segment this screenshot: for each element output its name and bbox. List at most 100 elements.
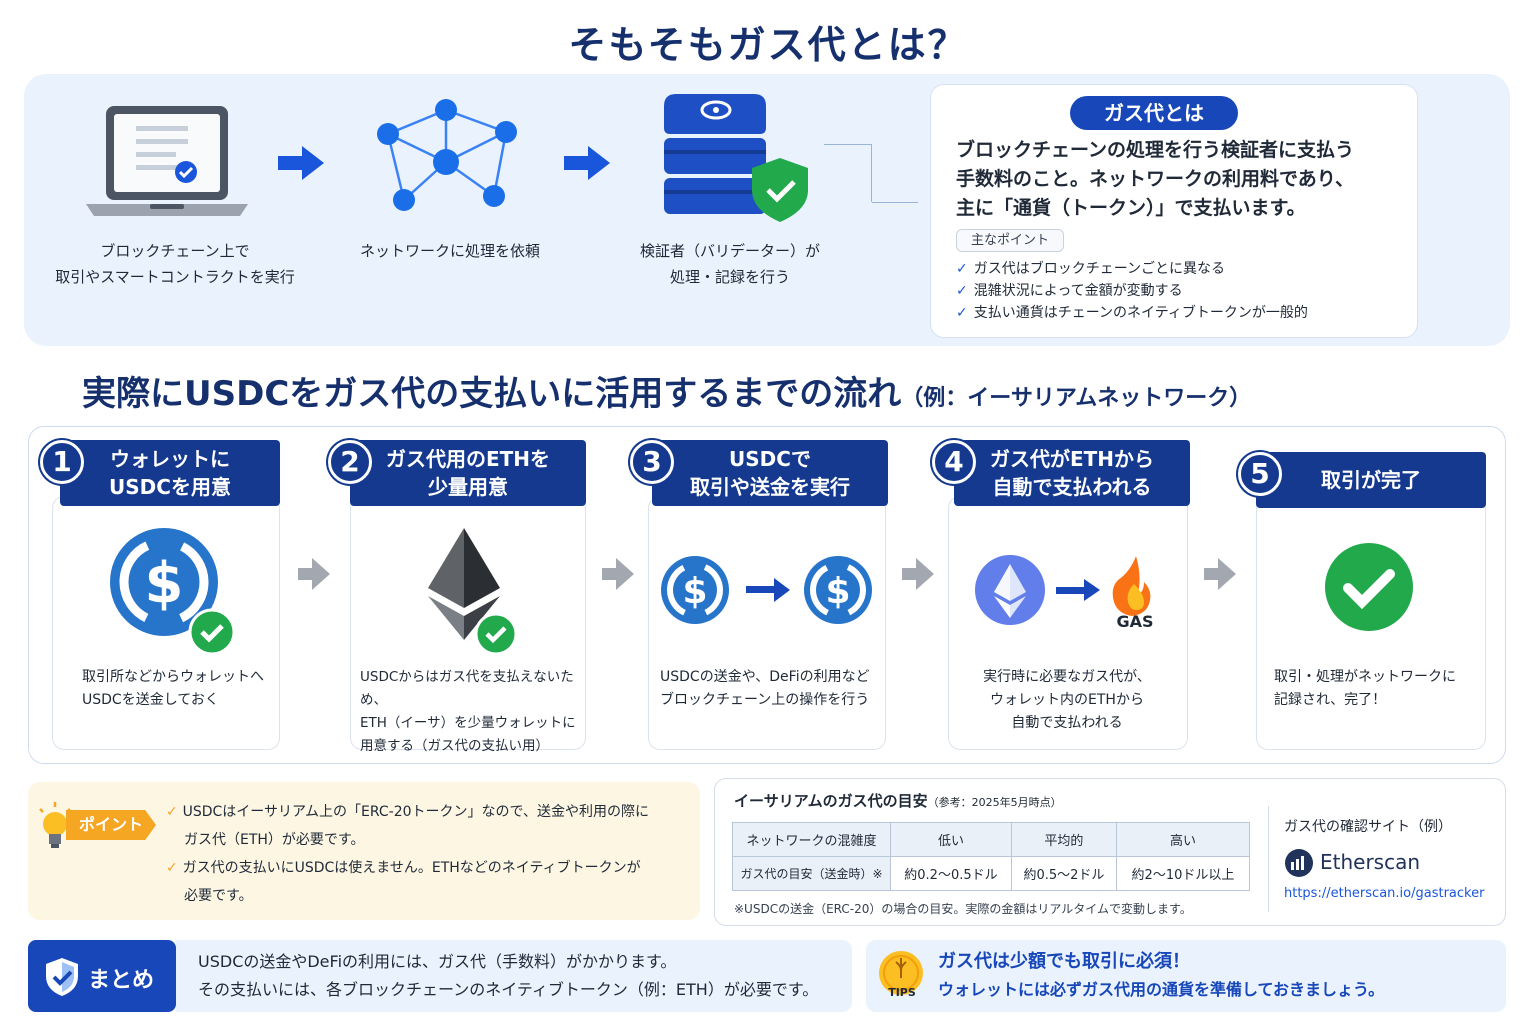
shield-check-icon (44, 956, 80, 998)
site-url-link[interactable]: https://etherscan.io/gastracker (1284, 886, 1485, 901)
summary-line: その支払いには、各ブロックチェーンのネイティブトークン（例：ETH）が必要です。 (198, 980, 819, 999)
summary-text: USDCの送金やDeFiの利用には、ガス代（手数料）がかかります。 その支払いに… (198, 948, 818, 1004)
gas-table-title-text: イーサリアムのガス代の目安 (734, 792, 928, 810)
check-icon: ✓ (956, 283, 968, 299)
check-icon: ✓ (166, 860, 183, 876)
step-desc-line: 用意する（ガス代の支払い用） (360, 738, 549, 754)
definition-line: 手数料のこと。ネットワークの利用料であり、 (956, 168, 1355, 190)
point-box (28, 782, 700, 920)
step-header-5: 取引が完了 (1256, 452, 1486, 508)
arrow-right-gray-icon (902, 558, 934, 590)
step-header-3: USDCで 取引や送金を実行 (652, 440, 888, 506)
intro-step1-label: ブロックチェーン上で 取引やスマートコントラクトを実行 (40, 238, 310, 290)
network-icon (372, 96, 522, 216)
step-desc-line: 実行時に必要なガス代が、 (983, 669, 1151, 685)
intro-step1-line2: 取引やスマートコントラクトを実行 (55, 268, 295, 286)
site-label: ガス代の確認サイト（例） (1284, 819, 1452, 835)
usdc-transfer-icon: $ $ (660, 556, 874, 624)
list-item: ✓ ガス代の支払いにUSDCは使えません。ETHなどのネイティブトークンが (166, 860, 641, 876)
tips-line: ウォレットには必ずガス代用の通貨を準備しておきましょう。 (938, 980, 1385, 999)
intro-step2-label: ネットワークに処理を依頼 (359, 242, 540, 260)
step-header-line: ガス代がETHから (989, 447, 1155, 471)
step-header-line: 少量用意 (428, 475, 508, 499)
tips-box (866, 940, 1506, 1012)
table-cell: ガス代の目安（送金時）※ (732, 856, 891, 891)
point-items: ✓ USDCはイーサリアム上の「ERC-20トークン」なので、送金や利用の際に … (166, 798, 696, 910)
list-item: ✓支払い通貨はチェーンのネイティブトークンが一般的 (956, 305, 1308, 321)
step-number-4: 4 (932, 440, 976, 484)
table-cell: 約2〜10ドル以上 (1115, 856, 1251, 891)
summary-line: USDCの送金やDeFiの利用には、ガス代（手数料）がかかります。 (198, 952, 677, 971)
table-header: ネットワークの混雑度 (732, 822, 891, 857)
step-desc-line: 記録され、完了！ (1274, 692, 1387, 708)
server-shield-icon (660, 92, 810, 224)
definition-line: 主に「通貨（トークン）」で支払います。 (956, 197, 1306, 219)
laptop-icon (84, 104, 250, 220)
step-header-line: ガス代用のETHを (385, 447, 551, 471)
step-number-3: 3 (630, 440, 674, 484)
step-desc-5: 取引・処理がネットワークに 記録され、完了！ (1274, 666, 1480, 712)
gas-label: GAS (1116, 612, 1154, 631)
list-item-cont: 必要です。 (184, 888, 253, 904)
step-desc-line: 取引所などからウォレットへ (82, 669, 264, 685)
tips-coin-icon (878, 950, 924, 996)
complete-check-icon (1324, 542, 1414, 632)
check-icon: ✓ (166, 804, 183, 820)
connector-line (872, 202, 918, 203)
points-tag: 主なポイント (956, 229, 1064, 252)
step-desc-4: 実行時に必要なガス代が、 ウォレット内のETHから 自動で支払われる (954, 666, 1180, 735)
step-desc-line: 取引・処理がネットワークに (1274, 669, 1456, 685)
table-header: 平均的 (1010, 822, 1117, 857)
tips-label: TIPS (888, 986, 916, 999)
summary-box (176, 940, 852, 1012)
etherscan-logo-icon (1284, 848, 1314, 878)
flow-title-main: 実際にUSDCをガス代の支払いに活用するまでの流れ (82, 374, 902, 414)
step-header-line: ウォレットに (110, 447, 230, 471)
step-desc-line: ETH（イーサ）を少量ウォレットに (360, 715, 576, 731)
eth-check-icon (428, 528, 520, 656)
step-header-2: ガス代用のETHを 少量用意 (350, 440, 586, 506)
step-header-line: 取引が完了 (1321, 468, 1421, 492)
usdc-check-icon: $ (108, 528, 236, 656)
summary-label: まとめ (88, 968, 155, 993)
table-cell: 約0.5〜2ドル (1010, 856, 1117, 891)
table-cell: 約0.2〜0.5ドル (890, 856, 1012, 891)
flow-subtitle: （例：イーサリアムネットワーク） (901, 386, 1252, 411)
point-tag: ポイント (66, 810, 156, 840)
step-desc-line: ウォレット内のETHから (990, 692, 1144, 708)
table-header: 低い (890, 822, 1012, 857)
step-desc-line: 自動で支払われる (1011, 715, 1123, 731)
page-title: そもそもガス代とは？ (568, 23, 968, 67)
step-desc-1: 取引所などからウォレットへ USDCを送金しておく (82, 666, 272, 712)
arrow-right-gray-icon (1204, 558, 1236, 590)
gas-table-title: イーサリアムのガス代の目安（参考：2025年5月時点） (734, 790, 1062, 811)
lightbulb-icon (34, 800, 76, 850)
site-name: Etherscan (1320, 850, 1421, 874)
step-header-line: USDCを用意 (109, 475, 231, 499)
list-item: ✓ USDCはイーサリアム上の「ERC-20トークン」なので、送金や利用の際に (166, 804, 649, 820)
definition-line: ブロックチェーンの処理を行う検証者に支払う (956, 139, 1355, 161)
check-icon: ✓ (956, 305, 968, 321)
step-header-line: 取引や送金を実行 (690, 475, 850, 499)
step-header-4: ガス代がETHから 自動で支払われる (954, 440, 1190, 506)
step-desc-line: USDCの送金や、DeFiの利用など (660, 669, 870, 685)
step-desc-2: USDCからはガス代を支払えないため、 ETH（イーサ）を少量ウォレットに 用意… (360, 666, 584, 758)
intro-step3-line1: 検証者（バリデーター）が (639, 242, 820, 260)
svg-text:$: $ (682, 571, 707, 612)
definition-title: ガス代とは (1070, 96, 1238, 130)
gas-table: ネットワークの混雑度 低い 平均的 高い ガス代の目安（送金時）※ 約0.2〜0… (732, 822, 1251, 891)
arrow-right-gray-icon (602, 558, 634, 590)
svg-text:$: $ (825, 571, 850, 612)
list-item-cont: ガス代（ETH）が必要です。 (184, 832, 365, 848)
step-desc-3: USDCの送金や、DeFiの利用など ブロックチェーン上の操作を行う (660, 666, 884, 712)
flow-title: 実際にUSDCをガス代の支払いに活用するまでの流れ（例：イーサリアムネットワーク… (82, 366, 1251, 415)
list-item: ✓ガス代はブロックチェーンごとに異なる (956, 261, 1226, 277)
arrow-right-icon (564, 146, 610, 180)
gas-table-note: （参考：2025年5月時点） (927, 796, 1062, 809)
arrow-right-gray-icon (298, 558, 330, 590)
flow-panel (28, 426, 1506, 764)
intro-step3-label: 検証者（バリデーター）が 処理・記録を行う (610, 238, 850, 290)
divider (1268, 806, 1269, 912)
step-desc-line: USDCを送金しておく (82, 692, 219, 708)
table-row: ガス代の目安（送金時）※ 約0.2〜0.5ドル 約0.5〜2ドル 約2〜10ドル… (732, 856, 1251, 891)
